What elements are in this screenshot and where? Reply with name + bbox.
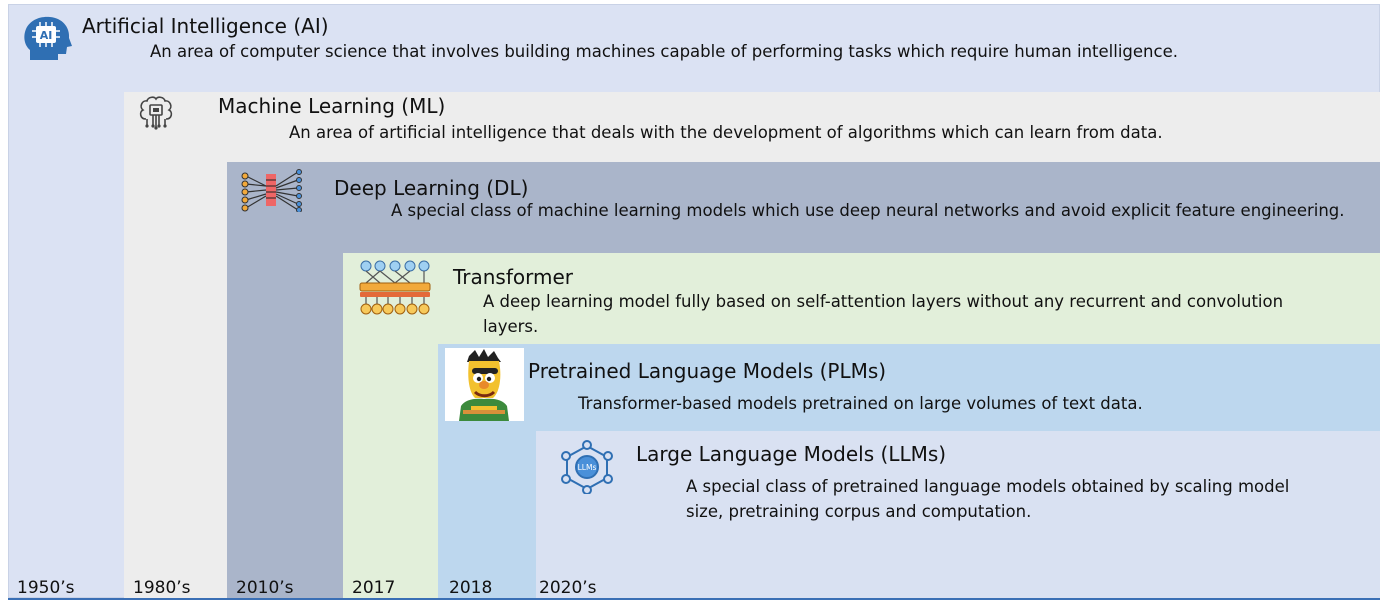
plm-description: Transformer-based models pretrained on l… [578, 394, 1143, 413]
transformer-icon [359, 260, 431, 315]
plm-title: Pretrained Language Models (PLMs) [528, 359, 887, 383]
llm-network-icon: LLMs [561, 440, 613, 494]
bert-character-icon [445, 348, 524, 421]
year-label-2020s: 2020’s [539, 578, 597, 598]
year-label-2018: 2018 [449, 578, 493, 598]
year-label-1950s: 1950’s [17, 578, 75, 598]
ai-head-icon: AI [24, 16, 72, 61]
ai-title: Artificial Intelligence (AI) [82, 14, 329, 38]
transformer-description: A deep learning model fully based on sel… [483, 292, 1284, 336]
dl-description: A special class of machine learning mode… [391, 201, 1345, 220]
ml-description: An area of artificial intelligence that … [289, 123, 1163, 142]
year-label-2017: 2017 [352, 578, 396, 598]
llm-title: Large Language Models (LLMs) [636, 442, 947, 466]
dl-title: Deep Learning (DL) [334, 176, 529, 200]
neural-network-icon [241, 169, 302, 212]
svg-text:AI: AI [40, 29, 53, 42]
year-label-1980s: 1980’s [133, 578, 191, 598]
llm-description: A special class of pretrained language m… [686, 477, 1290, 521]
timeline-axis [8, 598, 1380, 600]
ml-title: Machine Learning (ML) [218, 94, 446, 118]
layer-llm [536, 431, 1380, 598]
transformer-title: Transformer [453, 265, 574, 289]
brain-chip-icon [139, 96, 173, 130]
year-label-2010s: 2010’s [236, 578, 294, 598]
llm-icon-text: LLMs [578, 463, 597, 472]
ai-description: An area of computer science that involve… [150, 42, 1178, 61]
